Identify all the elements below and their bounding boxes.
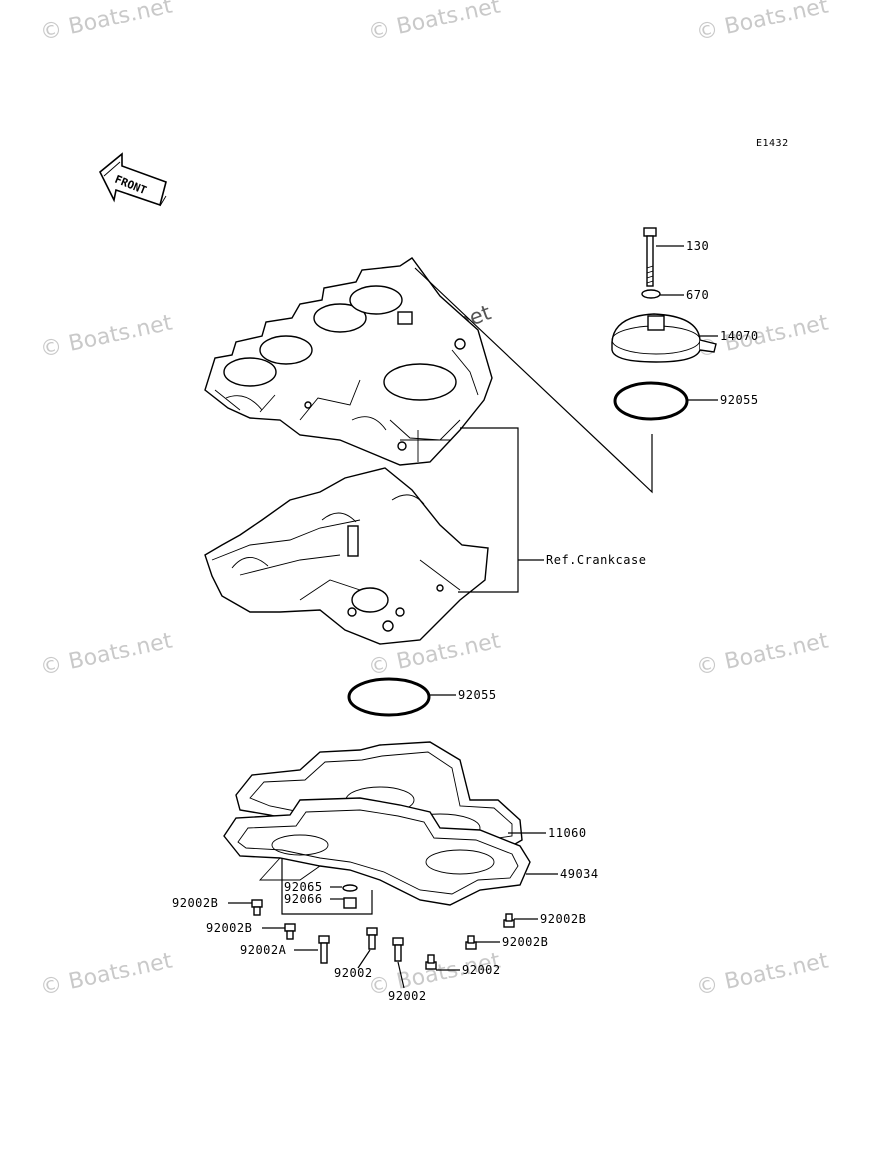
- bolt-130: 130: [643, 227, 709, 287]
- watermark: © Boats.net: [694, 310, 831, 362]
- explode-line: [414, 267, 653, 494]
- oring-92055-lower: 92055: [347, 677, 497, 717]
- watermark: © Boats.net: [694, 948, 831, 1000]
- bolt-92002-2: 92002: [388, 937, 427, 1003]
- part-670: 670: [686, 288, 709, 302]
- bolt-92002b-2: 92002B: [206, 921, 296, 940]
- part-92002-1: 92002: [334, 966, 373, 980]
- diagram-code: E1432: [756, 138, 789, 149]
- bolt-92002a: 92002A: [240, 935, 330, 964]
- part-130: 130: [686, 239, 709, 253]
- bolt-92002b-1: 92002B: [172, 896, 263, 916]
- gasket-11060: 11060: [235, 741, 587, 853]
- bolt-92002b-4: 92002B: [503, 912, 586, 928]
- part-92002A: 92002A: [240, 943, 287, 957]
- part-92002B-3: 92002B: [502, 935, 548, 949]
- bolt-92002-3: 92002: [425, 954, 501, 977]
- cover-14070: 14070: [611, 313, 759, 363]
- part-49034: 49034: [560, 867, 599, 881]
- ref-crankcase-label: Ref.Crankcase: [546, 553, 646, 567]
- part-11060: 11060: [548, 826, 587, 840]
- part-92065: 92065: [284, 880, 323, 894]
- ref-crankcase-bracket: Ref.Crankcase: [458, 427, 646, 593]
- front-arrow-icon: FRONT: [98, 152, 167, 207]
- part-92002-3: 92002: [462, 963, 501, 977]
- watermark: © Boats.net: [38, 310, 175, 362]
- part-92002B-4: 92002B: [540, 912, 586, 926]
- oring-92055-upper: 92055: [613, 381, 759, 421]
- part-92002B-1: 92002B: [172, 896, 218, 910]
- part-14070: 14070: [720, 329, 759, 343]
- bolt-92002-1: 92002: [334, 927, 378, 980]
- watermark: © Boats.net: [694, 0, 831, 46]
- oring-670: 670: [641, 288, 709, 302]
- lower-crankcase: [204, 467, 489, 645]
- watermark: © Boats.net: [366, 0, 503, 46]
- upper-crankcase: [204, 257, 493, 466]
- drain-plug-group: 92065 92066: [281, 858, 373, 915]
- watermark: © Boats.net: [694, 628, 831, 680]
- bolt-92002b-3: 92002B: [465, 935, 548, 950]
- part-92055-lower: 92055: [458, 688, 497, 702]
- watermark: © Boats.net: [38, 948, 175, 1000]
- watermark: © Boats.net: [38, 0, 175, 46]
- watermark: © Boats.net: [38, 628, 175, 680]
- part-92002B-2: 92002B: [206, 921, 252, 935]
- part-92002-2: 92002: [388, 989, 427, 1003]
- part-92055-upper: 92055: [720, 393, 759, 407]
- oil-pan-49034: 49034: [223, 797, 599, 906]
- part-92066: 92066: [284, 892, 323, 906]
